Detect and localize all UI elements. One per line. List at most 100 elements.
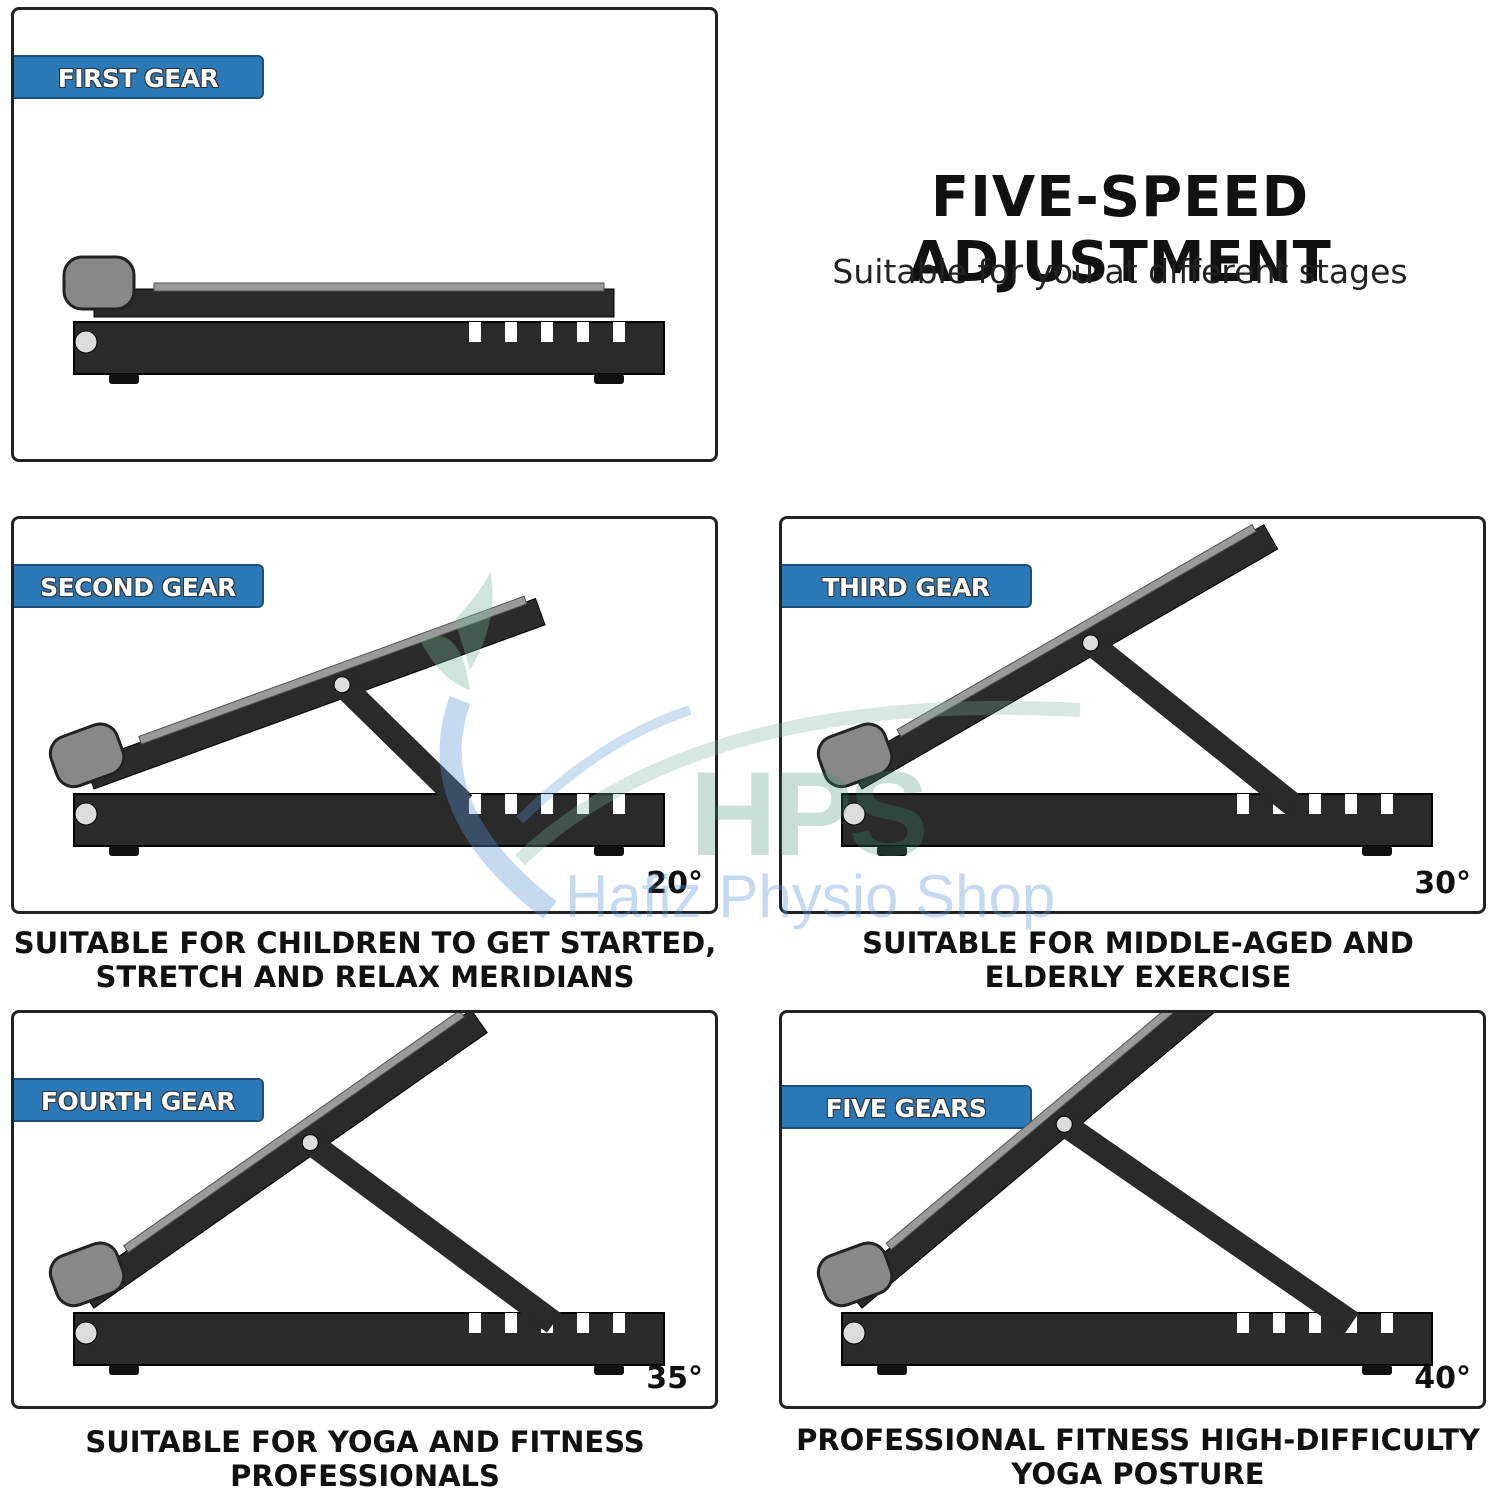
gear-notch xyxy=(1345,794,1357,814)
angle-label: 20° xyxy=(646,866,703,901)
caption-line: PROFESSIONALS xyxy=(230,1459,500,1493)
caption-fourth-gear: SUITABLE FOR YOGA AND FITNESS PROFESSION… xyxy=(5,1425,725,1493)
support-leg xyxy=(303,1132,562,1333)
gear-notch xyxy=(469,322,481,342)
incline-board xyxy=(83,595,546,790)
base-frame xyxy=(73,321,665,375)
panel-third-gear: THIRD GEAR 30° xyxy=(779,516,1486,914)
caption-line: STRETCH AND RELAX MERIDIANS xyxy=(95,960,635,994)
hinge-screw xyxy=(333,676,351,694)
gear-notch xyxy=(469,794,481,814)
angle-label: 30° xyxy=(1414,866,1471,901)
heel-roller xyxy=(48,1241,126,1308)
gear-notch xyxy=(1381,1313,1393,1333)
gear-notch xyxy=(541,794,553,814)
hinge-screw xyxy=(1055,1115,1073,1133)
page-subtitle: Suitable for you at different stages xyxy=(832,252,1408,291)
gear-label: FIRST GEAR xyxy=(14,55,264,99)
gear-notch xyxy=(577,794,589,814)
foot xyxy=(594,846,624,856)
support-leg xyxy=(1083,633,1300,814)
anti-slip-surface xyxy=(153,282,605,292)
caption-line: PROFESSIONAL FITNESS HIGH-DIFFICULTY xyxy=(796,1423,1480,1457)
panel-second-gear: SECOND GEAR 20° xyxy=(11,516,718,914)
gear-notch xyxy=(505,794,517,814)
incline-board xyxy=(93,282,615,318)
board-plate xyxy=(93,288,615,318)
panel-fifth-gear: FIVE GEARS 40° xyxy=(779,1010,1486,1409)
angle-label: 40° xyxy=(1414,1361,1471,1396)
heel-roller xyxy=(816,722,894,789)
pivot-screw xyxy=(842,1321,866,1345)
stretch-board-illustration xyxy=(48,595,665,856)
board-plate xyxy=(843,1013,1231,1309)
heel-roller xyxy=(816,1241,894,1308)
caption-second-gear: SUITABLE FOR CHILDREN TO GET STARTED, ST… xyxy=(5,926,725,994)
foot xyxy=(877,846,907,856)
anti-slip-surface xyxy=(896,523,1257,738)
stretch-board-illustration xyxy=(62,255,665,384)
pivot-screw xyxy=(74,1321,98,1345)
gear-notch xyxy=(1309,794,1321,814)
angle-label: 35° xyxy=(646,1361,703,1396)
gear-notch xyxy=(613,794,625,814)
foot xyxy=(109,1365,139,1375)
caption-line: SUITABLE FOR MIDDLE-AGED AND xyxy=(862,926,1414,960)
caption-fifth-gear: PROFESSIONAL FITNESS HIGH-DIFFICULTY YOG… xyxy=(778,1423,1492,1491)
caption-line: SUITABLE FOR YOGA AND FITNESS xyxy=(85,1425,645,1459)
foot xyxy=(109,374,139,384)
anti-slip-surface xyxy=(122,1013,465,1253)
gear-notch xyxy=(577,1313,589,1333)
hinge-screw xyxy=(301,1134,319,1152)
caption-line: YOGA POSTURE xyxy=(1011,1457,1265,1491)
gear-notch xyxy=(613,1313,625,1333)
support-leg xyxy=(1057,1114,1359,1333)
gear-notch xyxy=(505,322,517,342)
base-frame xyxy=(73,1312,665,1366)
gear-notch xyxy=(1237,1313,1249,1333)
panel-first-gear: FIRST GEAR xyxy=(11,7,718,462)
gear-notch xyxy=(505,1313,517,1333)
gear-notch xyxy=(541,322,553,342)
board-plate xyxy=(77,1013,488,1309)
foot xyxy=(877,1365,907,1375)
page-title: FIVE-SPEED ADJUSTMENT xyxy=(908,165,1332,295)
hinge-screw xyxy=(1082,634,1100,652)
stretch-board-illustration xyxy=(816,1013,1433,1375)
caption-third-gear: SUITABLE FOR MIDDLE-AGED AND ELDERLY EXE… xyxy=(778,926,1492,994)
base-frame xyxy=(841,793,1433,847)
support-leg xyxy=(333,676,473,813)
incline-board xyxy=(77,1013,488,1309)
gear-notch xyxy=(1273,1313,1285,1333)
caption-line: SUITABLE FOR CHILDREN TO GET STARTED, xyxy=(13,926,717,960)
pivot-screw xyxy=(74,802,98,826)
foot xyxy=(1362,1365,1392,1375)
gear-notch xyxy=(613,322,625,342)
pivot-screw xyxy=(74,330,98,354)
stretch-board-illustration xyxy=(48,1013,665,1375)
gear-notch xyxy=(469,1313,481,1333)
gear-label: THIRD GEAR xyxy=(782,564,1032,608)
foot xyxy=(1362,846,1392,856)
gear-notch xyxy=(577,322,589,342)
stretch-board-illustration xyxy=(816,523,1433,856)
base-frame xyxy=(73,793,665,847)
anti-slip-surface xyxy=(138,595,528,745)
heel-roller xyxy=(48,722,126,789)
anti-slip-surface xyxy=(885,1013,1207,1251)
pivot-screw xyxy=(842,802,866,826)
gear-notch xyxy=(1309,1313,1321,1333)
incline-board xyxy=(843,1013,1231,1309)
gear-notch xyxy=(1237,794,1249,814)
gear-notch xyxy=(1381,794,1393,814)
gear-label: FIVE GEARS xyxy=(782,1085,1032,1129)
foot xyxy=(109,846,139,856)
gear-label: SECOND GEAR xyxy=(14,564,264,608)
foot xyxy=(594,1365,624,1375)
heel-roller xyxy=(62,255,136,311)
caption-line: ELDERLY EXERCISE xyxy=(984,960,1292,994)
board-plate xyxy=(83,597,546,790)
panel-fourth-gear: FOURTH GEAR 35° xyxy=(11,1010,718,1409)
foot xyxy=(594,374,624,384)
